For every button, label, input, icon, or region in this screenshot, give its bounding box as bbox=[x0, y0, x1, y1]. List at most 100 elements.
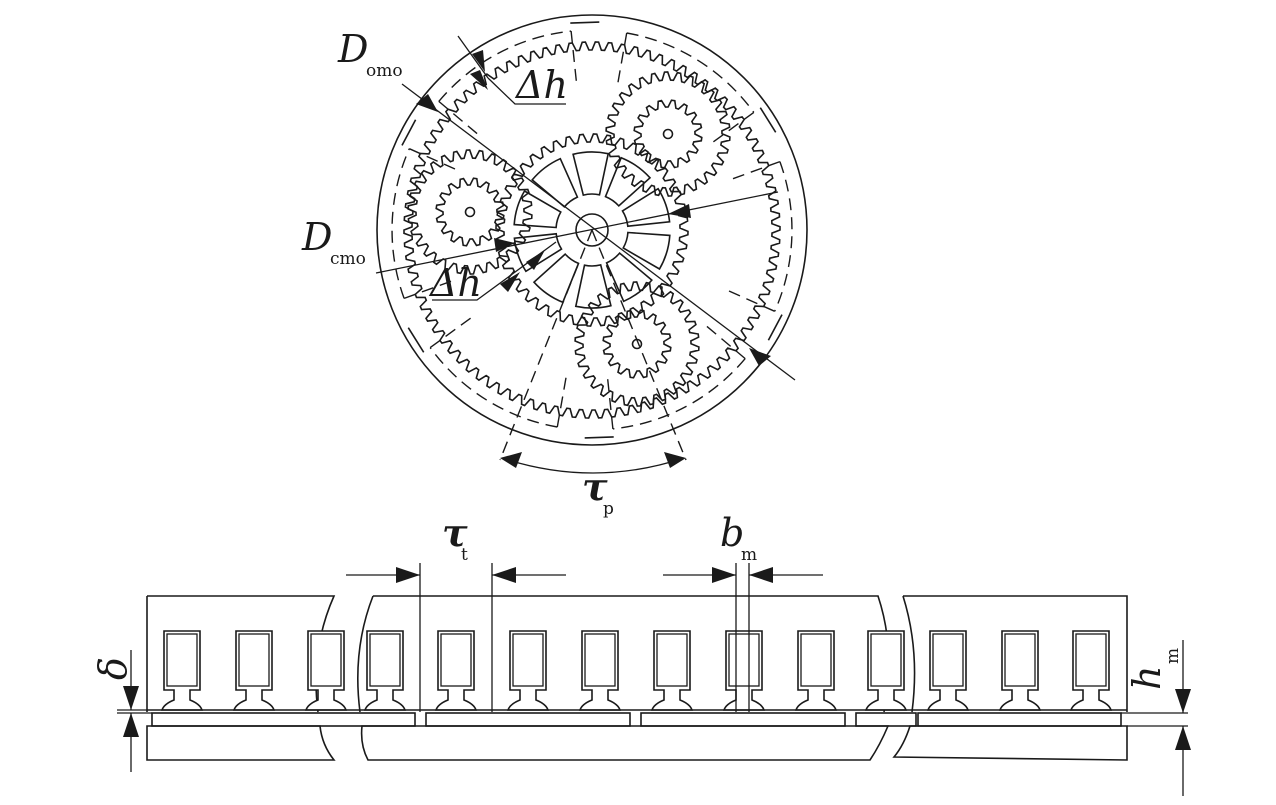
d-omo-arrow-bottom-icon bbox=[749, 348, 771, 366]
dh-top-label: Δh bbox=[514, 63, 568, 107]
b-m-arrow-left-icon bbox=[712, 567, 736, 583]
dh-bottom-label: Δh bbox=[428, 261, 482, 305]
outer-segment-edge-b-1 bbox=[712, 111, 755, 143]
ring-gear-inner-teeth bbox=[403, 41, 781, 419]
slot-5-inner bbox=[440, 633, 472, 687]
linear-developed-view: τ t b m δ h m bbox=[91, 510, 1191, 796]
slot-9 bbox=[722, 630, 766, 711]
tau-p-label-main: τ bbox=[582, 464, 608, 509]
outer-segment-edge-b-2 bbox=[728, 290, 775, 312]
outer-notch-2 bbox=[767, 314, 783, 341]
d-omo-label-main: D bbox=[337, 27, 368, 71]
outer-notch-1 bbox=[759, 107, 777, 133]
core-block-right-curve bbox=[902, 595, 916, 713]
tau-p-dashed-line-right bbox=[591, 229, 687, 461]
outer-notch-3 bbox=[584, 436, 614, 439]
slot-1-inner bbox=[166, 633, 198, 687]
dh-top-arrow-2-icon bbox=[470, 70, 488, 90]
planet-gear-1-hub bbox=[662, 128, 674, 140]
delta-label: δ bbox=[91, 657, 135, 680]
tau-t-arrow-left-icon bbox=[396, 567, 420, 583]
outer-segment-edge-a-3 bbox=[706, 325, 746, 360]
slot-11 bbox=[864, 630, 908, 711]
slot-11-inner bbox=[870, 633, 902, 687]
h-m-arrow-top-icon bbox=[1175, 689, 1191, 713]
slot-12-inner bbox=[932, 633, 964, 687]
back-iron-right bbox=[892, 725, 1128, 761]
slot-12 bbox=[926, 630, 970, 711]
outer-segment-edge-b-4 bbox=[429, 317, 472, 349]
b-m-arrow-right-icon bbox=[749, 567, 773, 583]
inner-magnet-3 bbox=[574, 263, 612, 309]
back-iron-mid bbox=[360, 725, 890, 761]
inner-rotor-magnet-segments bbox=[513, 151, 671, 309]
planet-gear-1-inner bbox=[633, 99, 703, 169]
inner-magnet-8 bbox=[572, 151, 610, 197]
dh-top-leader-1 bbox=[457, 35, 489, 79]
inner-magnet-6 bbox=[513, 189, 562, 229]
slot-6 bbox=[506, 630, 550, 711]
tau-p-arc bbox=[501, 457, 685, 474]
slot-7 bbox=[578, 630, 622, 711]
outer-segment-edge-a-2 bbox=[732, 160, 781, 180]
inner-magnet-4 bbox=[532, 252, 580, 304]
outer-segment-edge-b-5 bbox=[409, 148, 456, 170]
magnet-3 bbox=[640, 712, 846, 727]
d-omo-arrow-top-icon bbox=[416, 94, 438, 112]
tau-p-arrow-right-icon bbox=[664, 452, 686, 468]
slot-5 bbox=[434, 630, 478, 711]
slot-7-inner bbox=[584, 633, 616, 687]
slot-13-inner bbox=[1004, 633, 1036, 687]
inner-magnet-7 bbox=[531, 157, 579, 209]
inner-magnet-9 bbox=[604, 156, 652, 208]
inner-magnet-5 bbox=[513, 232, 563, 273]
slot-6-inner bbox=[512, 633, 544, 687]
h-m-label-sub: m bbox=[1163, 648, 1183, 664]
outer-notch-6 bbox=[570, 21, 600, 24]
core-block-right-top bbox=[903, 595, 1128, 712]
h-m-arrow-bottom-icon bbox=[1175, 726, 1191, 750]
tau-t-arrow-right-icon bbox=[492, 567, 516, 583]
slot-10-inner bbox=[800, 633, 832, 687]
tau-p-arrow-left-icon bbox=[500, 452, 522, 468]
outer-segment-arc-1 bbox=[626, 32, 755, 113]
slot-4-inner bbox=[369, 633, 401, 687]
slot-4 bbox=[363, 630, 407, 711]
outer-segment-arc-3 bbox=[612, 358, 746, 430]
back-iron-left bbox=[146, 725, 336, 761]
sun-gear bbox=[495, 133, 689, 327]
outer-segment-edge-b-3 bbox=[607, 379, 614, 429]
outer-segment-edge-a-1 bbox=[617, 32, 628, 83]
slot-8 bbox=[650, 630, 694, 711]
d-omo-dimension-line bbox=[401, 83, 796, 381]
circular-gear-view: D omo D cmo Δh Δh τ p bbox=[301, 14, 808, 519]
tau-p-label-sub: p bbox=[603, 499, 614, 519]
slot-13 bbox=[998, 630, 1042, 711]
slot-14-inner bbox=[1075, 633, 1107, 687]
core-block-mid-left-curve bbox=[356, 595, 374, 713]
slot-8-inner bbox=[656, 633, 688, 687]
d-cmo-arrow-right-icon bbox=[668, 204, 691, 218]
outer-segment-arc-5 bbox=[391, 148, 410, 299]
dh-bottom-arrow-1-icon bbox=[526, 250, 545, 270]
dh-top-arrow-1-icon bbox=[472, 50, 485, 72]
outer-segment-edge-b-6 bbox=[570, 31, 577, 81]
dh-top-leader-2 bbox=[487, 77, 566, 105]
outer-segment-edge-a-6 bbox=[438, 100, 478, 135]
planet-gear-2-hub bbox=[464, 206, 476, 218]
b-m-label-main: b bbox=[720, 511, 744, 555]
inner-magnet-1 bbox=[622, 231, 671, 271]
b-m-label-sub: m bbox=[741, 545, 757, 565]
d-cmo-dimension-line bbox=[375, 191, 779, 274]
outer-stator-segments bbox=[391, 21, 793, 439]
outer-segment-arc-2 bbox=[774, 161, 793, 312]
slot-2-inner bbox=[238, 633, 270, 687]
d-cmo-arrow-left-icon bbox=[494, 238, 515, 252]
planet-gear-3-outer bbox=[574, 281, 700, 407]
planet-gears bbox=[407, 71, 731, 407]
stator-slots bbox=[160, 630, 1113, 711]
planet-gear-1-outer bbox=[605, 71, 731, 197]
tau-t-label-main: τ bbox=[442, 510, 468, 555]
magnet-1 bbox=[151, 712, 416, 727]
